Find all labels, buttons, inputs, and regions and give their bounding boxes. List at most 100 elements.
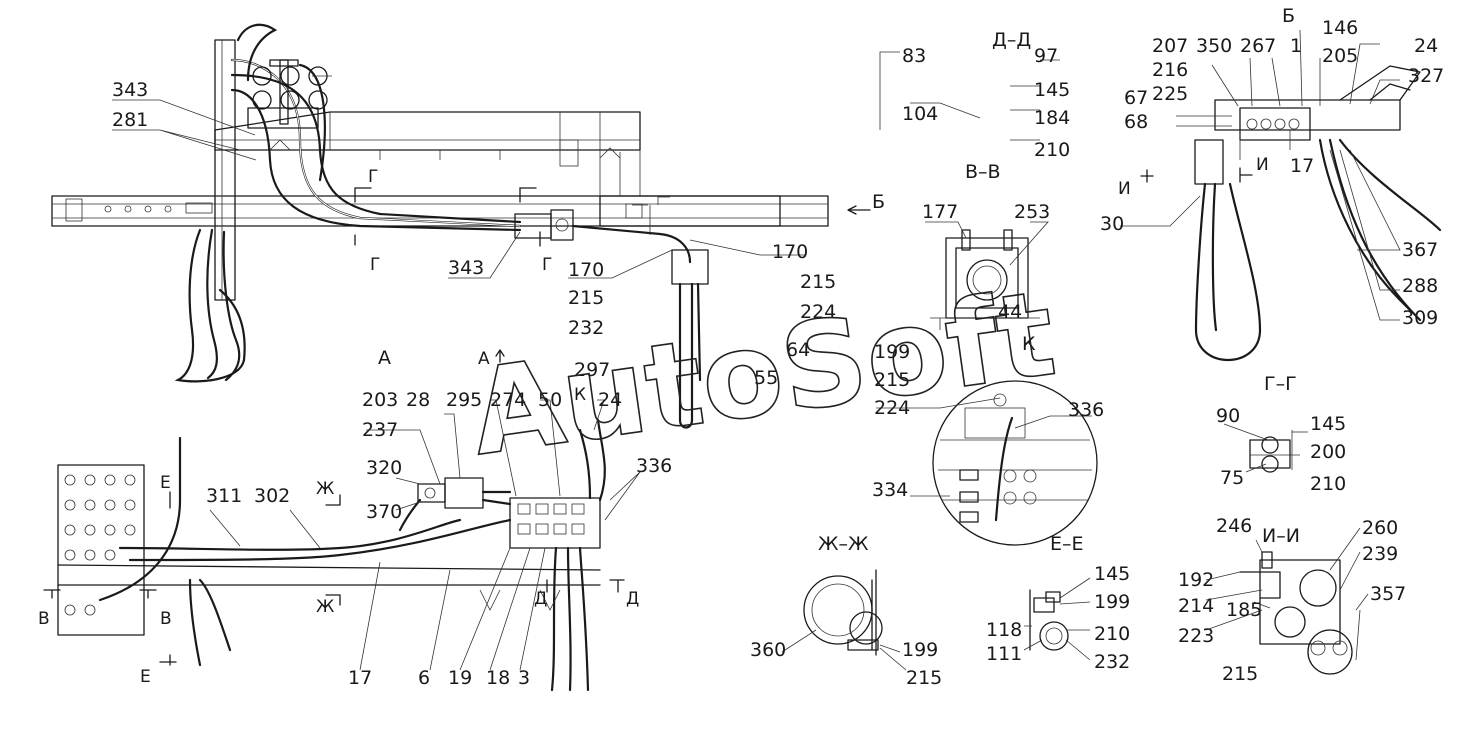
part-label: 334 <box>872 479 908 501</box>
part-label: 207 <box>1152 35 1188 57</box>
part-label: 210 <box>1094 623 1130 645</box>
section-title-ee: Е–Е <box>1050 533 1084 555</box>
part-label: 83 <box>902 45 926 67</box>
part-label: 192 <box>1178 569 1214 591</box>
section-title-ii: И–И <box>1262 525 1300 547</box>
part-label: 302 <box>254 485 290 507</box>
part-label: 215 <box>1222 663 1258 685</box>
section-vv-part-numbers: 177 253 44 <box>922 201 1050 323</box>
section-title-vv: В–В <box>965 161 1001 183</box>
part-label: 28 <box>406 389 430 411</box>
part-label: 239 <box>1362 543 1398 565</box>
view-title-b: Б <box>1282 5 1295 27</box>
section-ee-part-numbers: 145 199 210 232 118 111 <box>986 563 1130 673</box>
part-label: 367 <box>1402 239 1438 261</box>
part-label: 253 <box>1014 201 1050 223</box>
part-label: 237 <box>362 419 398 441</box>
part-label: 177 <box>922 201 958 223</box>
part-label: 210 <box>1310 473 1346 495</box>
view-a-part-numbers: 203 237 28 295 274 50 24 320 370 311 302… <box>206 389 672 689</box>
part-label: 111 <box>986 643 1022 665</box>
cut-mark-g1: Г <box>368 167 378 187</box>
leader-lines <box>112 29 1401 671</box>
section-zhzh-drawing <box>803 569 883 656</box>
part-label: 246 <box>1216 515 1252 537</box>
part-label: 336 <box>636 455 672 477</box>
part-label: 297 <box>574 359 610 381</box>
part-label: 104 <box>902 103 938 125</box>
part-label: 267 <box>1240 35 1276 57</box>
part-label: 68 <box>1124 111 1148 133</box>
part-label: 97 <box>1034 45 1058 67</box>
part-label: 3 <box>518 667 530 689</box>
part-label: 215 <box>800 271 836 293</box>
section-dd-drawing <box>247 59 332 129</box>
part-label: 343 <box>112 79 148 101</box>
part-label: 50 <box>538 389 562 411</box>
cut-mark-d2: Д <box>626 589 639 609</box>
section-title-zhzh: Ж–Ж <box>818 533 869 555</box>
part-label: 274 <box>490 389 526 411</box>
part-label: 90 <box>1216 405 1240 427</box>
part-label: 288 <box>1402 275 1438 297</box>
view-b-part-numbers: 207 350 267 1 146 205 24 216 225 327 67 … <box>1100 17 1444 329</box>
cut-mark-k: К <box>574 385 586 405</box>
part-label: 199 <box>874 341 910 363</box>
section-vv-drawing <box>930 229 1040 330</box>
section-titles: Д–Д В–В Г–Г Ж–Ж Е–Е И–И Б А К Б <box>378 5 1300 555</box>
section-ii-drawing <box>1239 551 1361 675</box>
watermark-logo: AutoSoft <box>463 264 1063 482</box>
part-label: 203 <box>362 389 398 411</box>
part-label: 64 <box>786 339 810 361</box>
part-label: 214 <box>1178 595 1214 617</box>
part-label: 118 <box>986 619 1022 641</box>
part-label: 223 <box>1178 625 1214 647</box>
part-label: 67 <box>1124 87 1148 109</box>
view-title-a: А <box>378 347 391 369</box>
part-label: 184 <box>1034 107 1070 129</box>
cut-lines <box>43 167 1253 666</box>
part-label: 210 <box>1034 139 1070 161</box>
part-label: 320 <box>366 457 402 479</box>
part-label: 260 <box>1362 517 1398 539</box>
part-label: 225 <box>1152 83 1188 105</box>
cut-mark-v2: В <box>160 609 172 629</box>
main-view-part-numbers: 343 281 343 170 170 215 215 224 232 64 5… <box>112 79 836 389</box>
cut-mark-a: А <box>478 349 490 369</box>
part-label: 295 <box>446 389 482 411</box>
cut-mark-g3: Г <box>542 255 552 275</box>
part-label: 185 <box>1226 599 1262 621</box>
section-k-part-numbers: 199 215 224 336 334 <box>872 341 1104 501</box>
cut-mark-d1: Д <box>534 589 547 609</box>
part-label: 200 <box>1310 441 1346 463</box>
part-label: 357 <box>1370 583 1406 605</box>
cut-mark-e1: Е <box>160 473 171 493</box>
view-a-drawing <box>57 418 606 692</box>
section-title-dd: Д–Д <box>992 29 1031 51</box>
cut-mark-letters: Г Г Г А И И В В Е Е Ж Ж Д Д К <box>38 155 1269 687</box>
part-label: 30 <box>1100 213 1124 235</box>
part-label: 224 <box>800 301 836 323</box>
part-label: 215 <box>906 667 942 689</box>
section-gg-drawing <box>1249 430 1300 473</box>
part-label: 1 <box>1290 35 1302 57</box>
part-label: 360 <box>750 639 786 661</box>
part-label: 24 <box>598 389 622 411</box>
section-zhzh-part-numbers: 360 199 215 <box>750 639 942 689</box>
part-label: 18 <box>486 667 510 689</box>
part-label: 17 <box>348 667 372 689</box>
section-title-gg: Г–Г <box>1264 373 1297 395</box>
part-label: 199 <box>902 639 938 661</box>
part-label: 350 <box>1196 35 1232 57</box>
cut-mark-zh2: Ж <box>316 597 334 617</box>
cut-mark-v1: В <box>38 609 50 629</box>
cut-mark-g2: Г <box>370 255 380 275</box>
part-label: 224 <box>874 397 910 419</box>
direction-label-b: Б <box>872 191 885 213</box>
section-k-drawing <box>932 380 1098 546</box>
main-view-frame <box>51 23 829 429</box>
part-label: 44 <box>998 301 1022 323</box>
part-label: 145 <box>1034 79 1070 101</box>
